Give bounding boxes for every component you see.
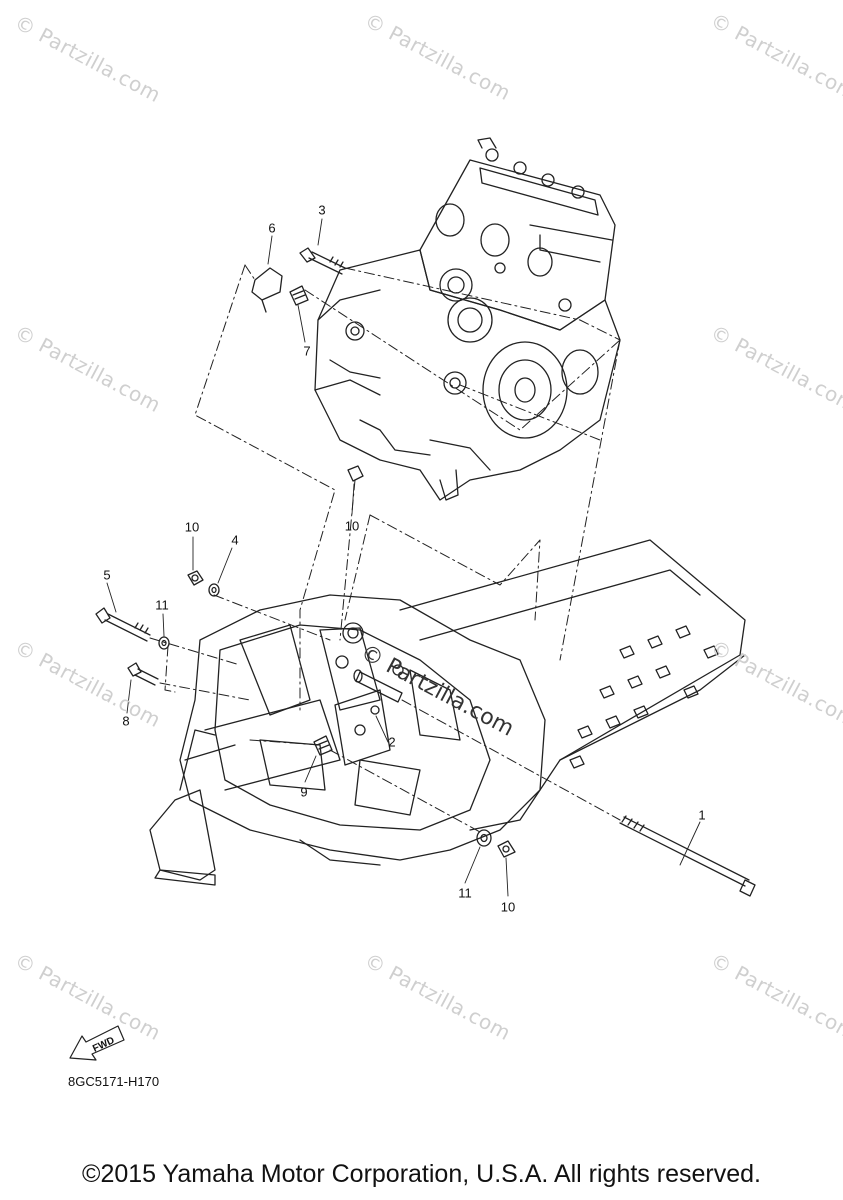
part-10-nut-left [187, 570, 204, 586]
part-6-bracket [251, 267, 283, 313]
engine-assembly [314, 137, 621, 501]
part-10-nut-top [347, 465, 364, 482]
part-4-washer [208, 583, 220, 597]
fwd-arrow-icon [69, 1025, 125, 1061]
callout-11-left: 11 [155, 597, 169, 613]
part-1-bolt [619, 815, 756, 897]
part-5-bolt [95, 607, 151, 642]
part-11-washer-left [158, 636, 170, 650]
callout-11-bottom: 11 [458, 885, 472, 901]
callout-3: 3 [318, 202, 326, 218]
callout-10-left: 10 [184, 519, 200, 535]
callout-4: 4 [231, 532, 239, 548]
callout-5: 5 [103, 567, 111, 583]
part-8-bolt [127, 662, 159, 686]
callout-10-bottom: 10 [500, 899, 516, 915]
diagram-code: 8GC5171-H170 [68, 1074, 160, 1089]
part-2-collar [353, 669, 403, 703]
part-7-bushing [289, 285, 309, 306]
callout-10-top: 10 [344, 518, 360, 534]
part-3-bolt [299, 247, 346, 275]
callout-8: 8 [122, 713, 130, 729]
part-10-nut-bottom [497, 840, 516, 858]
part-9-bushing [313, 735, 333, 756]
copyright-notice: ©2015 Yamaha Motor Corporation, U.S.A. A… [82, 1160, 761, 1188]
callout-9: 9 [300, 784, 308, 800]
callout-1: 1 [698, 807, 706, 823]
part-11-washer-bottom [476, 829, 492, 847]
callout-7: 7 [303, 343, 311, 359]
callout-6: 6 [268, 220, 276, 236]
callout-2: 2 [388, 734, 396, 750]
